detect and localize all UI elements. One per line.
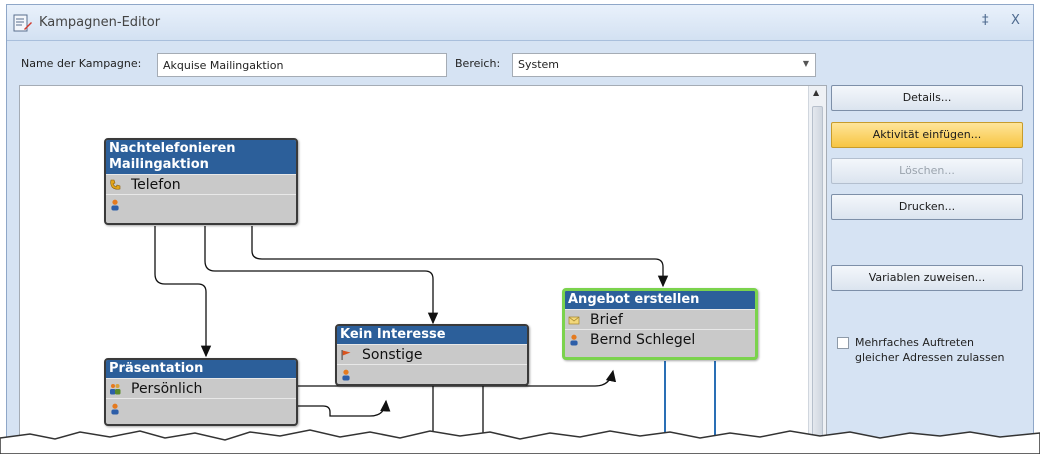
area-label: Bereich: [455, 57, 501, 70]
multiple-addresses-label: Mehrfaches Auftreten gleicher Adressen z… [855, 336, 1005, 364]
workflow-canvas[interactable]: Nachtelefonieren Mailingaktion Telefon P… [19, 85, 827, 449]
editor-app-icon [13, 14, 32, 32]
activity-node-row: Bernd Schlegel [565, 329, 755, 349]
activity-node-row: Sonstige [337, 344, 527, 364]
activity-node[interactable]: Präsentation Persönlich [104, 358, 298, 426]
activity-node-row: Brief [565, 309, 755, 329]
activity-type-label: Brief [590, 311, 623, 328]
details-button[interactable]: Details... [831, 85, 1023, 111]
activity-type-label: Sonstige [362, 346, 423, 363]
activity-node-title: Kein Interesse [337, 326, 527, 344]
connector-line [204, 226, 439, 325]
person-icon [342, 369, 350, 380]
person-icon [111, 403, 119, 414]
chevron-down-icon: ▼ [802, 59, 809, 68]
connector-line [295, 369, 617, 387]
telephone-icon [110, 179, 121, 190]
activity-node[interactable]: Nachtelefonieren Mailingaktion Telefon [104, 138, 298, 225]
activity-node-row [106, 194, 296, 214]
letter-icon [568, 316, 580, 324]
window-title: Kampagnen-Editor [39, 15, 161, 30]
activity-node-row [106, 398, 296, 418]
person-icon [111, 199, 119, 210]
activity-node[interactable]: Kein Interesse Sonstige [335, 324, 529, 386]
assign-variables-button[interactable]: Variablen zuweisen... [831, 265, 1023, 291]
activity-assignee-label: Bernd Schlegel [590, 331, 696, 348]
canvas-vertical-scrollbar[interactable]: ▲ [808, 86, 826, 449]
connector-line [251, 226, 669, 288]
connector-line [295, 399, 391, 417]
activity-node-title: Präsentation [106, 360, 296, 378]
campaign-name-label: Name der Kampagne: [21, 57, 142, 70]
campaign-name-input[interactable] [157, 53, 447, 77]
pin-button[interactable]: ‡ [982, 13, 989, 28]
activity-node-row [337, 364, 527, 384]
connector-line [154, 226, 212, 358]
title-bar: Kampagnen-Editor ‡ X [7, 5, 1033, 41]
activity-node-row: Persönlich [106, 378, 296, 398]
activity-type-label: Telefon [131, 176, 181, 193]
close-button[interactable]: X [1011, 13, 1020, 28]
activity-node-selected[interactable]: Angebot erstellen Brief Bernd Schlegel [562, 288, 758, 360]
area-select-value: System [518, 58, 560, 71]
multiple-addresses-checkbox[interactable] [837, 337, 849, 349]
activity-type-label: Persönlich [131, 380, 203, 397]
torn-edge-decoration [0, 429, 1040, 454]
delete-button[interactable]: Löschen... [831, 158, 1023, 184]
print-button[interactable]: Drucken... [831, 194, 1023, 220]
insert-activity-button[interactable]: Aktivität einfügen... [831, 122, 1023, 148]
area-select[interactable]: System ▼ [512, 53, 816, 77]
people-icon [110, 383, 121, 394]
person-icon [570, 334, 578, 345]
activity-node-title: Nachtelefonieren Mailingaktion [106, 140, 296, 174]
campaign-form-row: Name der Kampagne: Bereich: System ▼ [7, 41, 1033, 83]
flag-icon [341, 349, 351, 360]
campaign-editor-window: Kampagnen-Editor ‡ X Name der Kampagne: … [6, 4, 1034, 450]
scroll-up-icon[interactable]: ▲ [813, 88, 820, 97]
activity-node-row: Telefon [106, 174, 296, 194]
scrollbar-thumb[interactable] [812, 106, 823, 446]
activity-node-title: Angebot erstellen [565, 291, 755, 309]
